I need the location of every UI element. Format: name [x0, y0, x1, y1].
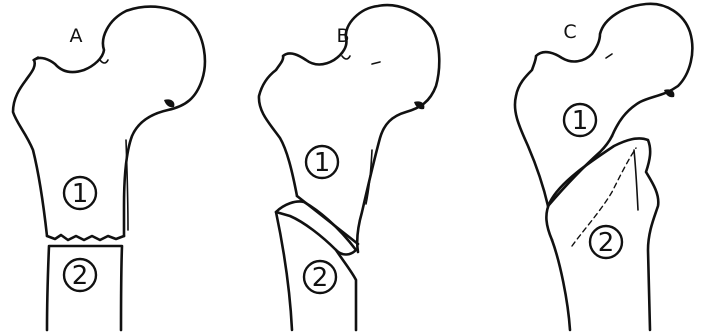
figure-a-fragment-2-number: 2 — [72, 261, 89, 291]
figure-b-fragment-2-number: 2 — [312, 263, 329, 293]
figure-a-panel-label: A — [70, 25, 83, 47]
figure-c-distal-shaft-left — [552, 240, 570, 330]
figure-c: C 1 2 — [515, 4, 692, 330]
figure-a-head-mark — [100, 60, 108, 63]
figure-b-head-mark — [342, 56, 350, 59]
figure-b-fragment-1-number: 1 — [314, 148, 331, 178]
figure-b: B 1 2 — [259, 5, 439, 330]
figure-c-fragment-1-number: 1 — [572, 106, 589, 136]
figure-a-fracture-line — [47, 235, 124, 240]
figure-a: A 1 2 — [13, 7, 205, 330]
figure-b-panel-label: B — [336, 25, 349, 47]
figure-c-fragment-2-number: 2 — [598, 228, 615, 258]
figure-c-panel-label: C — [563, 21, 576, 43]
figure-c-proximal-fragment — [515, 4, 692, 206]
figure-a-lesser-trochanter-mark — [164, 99, 174, 107]
figure-b-overlap-spike — [276, 201, 356, 254]
figure-a-proximal-fragment — [13, 7, 205, 236]
figure-b-neck-mark — [372, 62, 380, 64]
figure-c-trochanter-line — [634, 150, 638, 210]
figure-a-fragment-1-number: 1 — [72, 179, 89, 209]
figure-c-neck-mark — [606, 54, 612, 58]
